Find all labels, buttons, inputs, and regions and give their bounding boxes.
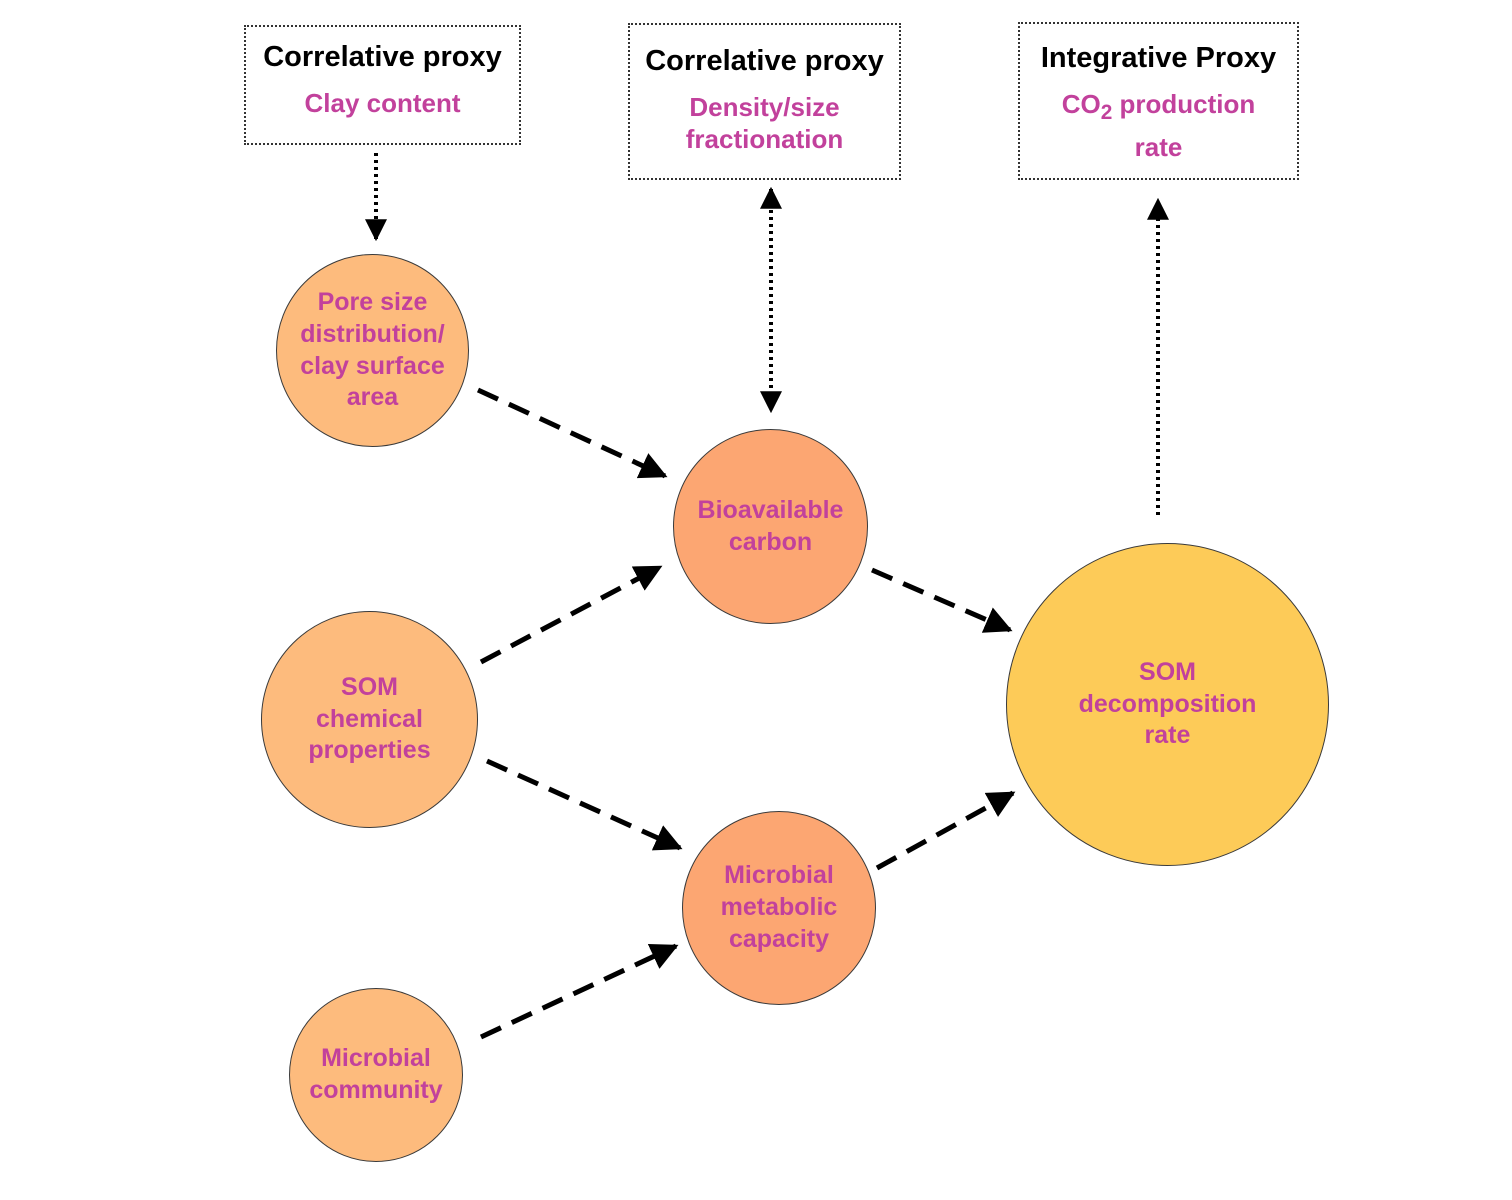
node-pore-size-distribution: Pore size distribution/ clay surface are… xyxy=(276,254,469,447)
node-label-line: carbon xyxy=(728,527,813,556)
arrow-pore-to-bioavailable xyxy=(476,387,668,479)
node-label: Microbial community xyxy=(309,1043,442,1107)
proxy-value-line: rate xyxy=(1134,132,1183,163)
node-som-chemical-properties: SOM chemical properties xyxy=(261,611,478,828)
arrow-bioavailable-to-decomposition xyxy=(871,567,1013,633)
node-label-line: capacity xyxy=(728,924,830,953)
arrow-som-to-metabolic xyxy=(485,758,683,851)
node-label: SOM chemical properties xyxy=(308,672,430,767)
proxy-title: Correlative proxy xyxy=(645,45,884,77)
node-label: Microbial metabolic capacity xyxy=(721,860,838,955)
node-label-line: area xyxy=(346,383,399,412)
node-label-line: SOM xyxy=(1139,657,1196,686)
proxy-value-line: Density/size xyxy=(689,92,840,123)
node-label: SOM decomposition rate xyxy=(1079,657,1257,752)
node-som-decomposition-rate: SOM decomposition rate xyxy=(1006,543,1329,866)
arrow-metabolic-to-decomposition xyxy=(875,790,1016,871)
node-label-line: Microbial xyxy=(724,861,834,890)
node-label-line: community xyxy=(309,1076,443,1104)
proxy-box-density-fractionation: Correlative proxy Density/size fractiona… xyxy=(628,23,901,180)
co2-rest: production xyxy=(1112,89,1256,120)
proxy-value-line: CO2 production xyxy=(1020,85,1297,128)
proxy-value: Clay content xyxy=(246,88,519,120)
node-label-line: metabolic xyxy=(720,893,838,922)
node-label-line: Pore size xyxy=(317,288,428,316)
proxy-title: Integrative Proxy xyxy=(1040,42,1277,74)
arrow-community-to-metabolic xyxy=(479,943,679,1040)
node-label-line: clay surface xyxy=(300,351,445,380)
arrow-som-to-bioavailable xyxy=(479,564,663,665)
proxy-value-line: Clay content xyxy=(304,88,461,119)
node-bioavailable-carbon: Bioavailable carbon xyxy=(673,429,868,624)
node-label-line: SOM xyxy=(341,672,398,701)
node-label: Bioavailable carbon xyxy=(698,495,844,559)
node-microbial-metabolic-capacity: Microbial metabolic capacity xyxy=(682,811,876,1005)
proxy-box-clay-content: Correlative proxy Clay content xyxy=(244,25,521,145)
node-label-line: rate xyxy=(1144,721,1191,750)
node-label-line: chemical xyxy=(315,704,423,733)
proxy-value: CO2 production rate xyxy=(1020,85,1297,167)
co2-subscript: 2 xyxy=(1100,101,1113,125)
node-label-line: Bioavailable xyxy=(697,495,844,524)
co2-formula: CO xyxy=(1061,89,1101,120)
node-label: Pore size distribution/ clay surface are… xyxy=(300,287,445,414)
node-label-line: Microbial xyxy=(321,1044,431,1073)
node-label-line: decomposition xyxy=(1078,689,1257,718)
proxy-value-line: fractionation xyxy=(685,124,844,155)
node-label-line: distribution/ xyxy=(300,319,445,348)
node-microbial-community: Microbial community xyxy=(289,988,463,1162)
proxy-box-co2-production: Integrative Proxy CO2 production rate xyxy=(1018,22,1299,180)
proxy-title: Correlative proxy xyxy=(263,41,502,73)
proxy-value: Density/size fractionation xyxy=(630,92,899,155)
node-label-line: properties xyxy=(308,736,431,765)
